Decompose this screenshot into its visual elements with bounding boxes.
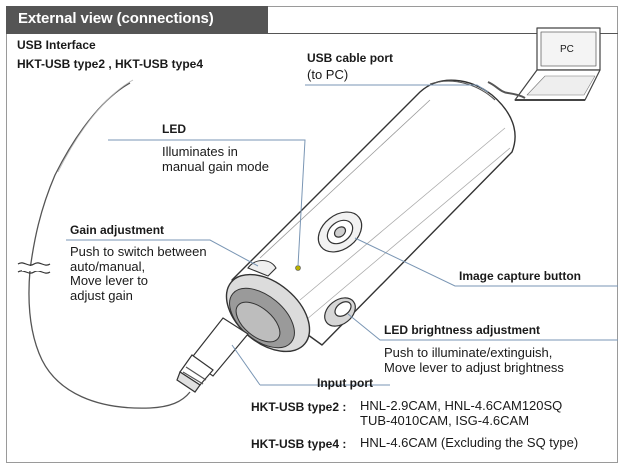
- input-connector: [176, 317, 249, 393]
- input-port-title: Input port: [317, 376, 373, 390]
- cable-break-mark: [17, 262, 51, 274]
- led-indicator-icon: [295, 265, 301, 271]
- type4-line1: HNL-4.6CAM (Excluding the SQ type): [360, 435, 579, 450]
- led-brightness-desc-line: Push to illuminate/extinguish,: [384, 345, 553, 360]
- usb-cable: [487, 81, 526, 99]
- leader-lines: [66, 84, 618, 386]
- image-capture-button-icon: [317, 211, 363, 253]
- led-title: LED: [162, 122, 186, 136]
- usb-cable-port-desc: (to PC): [307, 67, 349, 82]
- gain-adjustment-title: Gain adjustment: [70, 223, 165, 237]
- led-desc-line: manual gain mode: [162, 158, 269, 174]
- usb-cable-port-title: USB cable port: [307, 51, 394, 65]
- gain-desc-line: adjust gain: [70, 287, 133, 303]
- page-title: External view (connections): [6, 6, 268, 34]
- title-divider: [268, 33, 618, 34]
- type2-label: HKT-USB type2 :: [251, 400, 347, 414]
- led-brightness-desc: Push to illuminate/extinguish, Move leve…: [384, 345, 564, 375]
- type4-label: HKT-USB type4 :: [251, 437, 347, 451]
- probe-cable: [28, 82, 191, 409]
- gain-desc-line: Move lever to: [70, 273, 149, 288]
- led-brightness-desc-line: Move lever to adjust brightness: [384, 359, 564, 375]
- gain-desc-line: Push to switch between: [70, 244, 207, 259]
- laptop-icon: [514, 27, 601, 101]
- product-models: HKT-USB type2 , HKT-USB type4: [17, 57, 204, 71]
- led-desc-line: Illuminates in: [162, 144, 238, 159]
- type2-line2: TUB-4010CAM, ISG-4.6CAM: [360, 413, 530, 428]
- gain-desc-line: auto/manual,: [70, 258, 146, 274]
- image-capture-button-title: Image capture button: [459, 269, 582, 283]
- pc-label: PC: [560, 44, 574, 55]
- gain-adjustment-desc: Push to switch between auto/manual, Move…: [70, 244, 207, 303]
- product-name: USB Interface: [17, 38, 96, 52]
- type2-line1: HNL-2.9CAM, HNL-4.6CAM120SQ: [360, 398, 563, 413]
- led-brightness-title: LED brightness adjustment: [384, 323, 541, 337]
- led-desc: Illuminates in manual gain mode: [162, 144, 269, 174]
- led-brightness-lever-icon: [324, 297, 356, 327]
